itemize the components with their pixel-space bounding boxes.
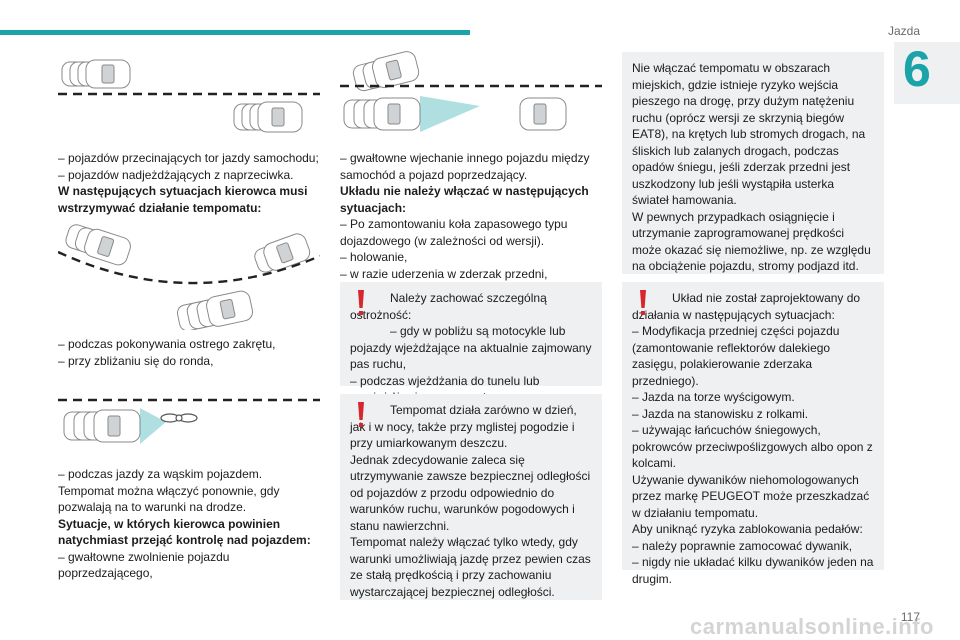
caution-box-1: Należy zachować szczególną ostrożność: –… — [340, 282, 602, 404]
caution-3-heading: Układ nie został zaprojektowany do dział… — [632, 291, 861, 322]
text-sharp-bend: – podczas pokonywania ostrego zakrętu, — [58, 337, 276, 351]
caution-2-constant-speed: Tempomat należy włączać tylko wtedy, gdy… — [350, 535, 591, 599]
caution-2-safe-distance: Jednak zdecydowanie zaleca się utrzymywa… — [350, 452, 591, 533]
car-group-right — [233, 101, 303, 133]
caution-3-rollers: – Jazda na stanowisku z rolkami. — [632, 406, 809, 421]
header-accent-bar — [0, 30, 470, 35]
text-cut-in: – gwałtowne wjechanie innego pojazdu mię… — [340, 151, 590, 182]
text-heading-do-not-activate: Układu nie należy włączać w następującyc… — [340, 184, 589, 215]
exclamation-icon — [640, 290, 646, 315]
caution-3-snow-chains: – używając łańcuchów śniegowych, pokrowc… — [632, 423, 873, 470]
column-1-bottom: – podczas jazdy za wąskim pojazdem. Temp… — [58, 466, 320, 582]
text-front-bumper: – w razie uderzenia w zderzak przedni, — [340, 266, 548, 281]
info-programmed-speed: W pewnych przypadkach osiągnięcie i utrz… — [632, 209, 871, 274]
exclamation-icon — [358, 402, 364, 427]
illustration-sharp-bend — [58, 224, 320, 330]
caution-box-2: Tempomat działa zarówno w dzień, jak i w… — [340, 394, 602, 600]
column-1-top: – pojazdów przecinających tor jazdy samo… — [58, 150, 320, 216]
column-1-middle: – podczas pokonywania ostrego zakrętu, –… — [58, 336, 320, 369]
motorcycle-icon — [160, 413, 198, 423]
info-urban-text: Nie włączać tempomatu w obszarach miejsk… — [632, 61, 866, 207]
caution-3-front-modification: – Modyfikacja przedniej części pojazdu (… — [632, 324, 840, 388]
illustration-crossing-vehicles — [58, 59, 320, 133]
caution-3-fix-mat: – należy poprawnie zamocować dywanik, — [632, 538, 853, 553]
text-heading-suspend: W następujących sytuacjach kierowca musi… — [58, 184, 308, 215]
caution-3-race-track: – Jazda na torze wyścigowym. — [632, 390, 795, 404]
text-oncoming: – pojazdów nadjeżdżających z naprzeciwka… — [58, 167, 294, 182]
text-narrow-vehicle: – podczas jazdy za wąskim pojazdem. — [58, 467, 263, 481]
text-towing: – holowanie, — [340, 250, 408, 264]
chapter-tab — [894, 42, 960, 104]
page-number: 117 — [900, 610, 920, 624]
text-heading-takeover: Sytuacje, w których kierowca powinien na… — [58, 516, 311, 548]
text-crossing: – pojazdów przecinających tor jazdy samo… — [58, 151, 319, 165]
caution-2-day-night: Tempomat działa zarówno w dzień, jak i w… — [350, 403, 577, 450]
caution-3-floor-mats: Używanie dywaników niehomologowanych prz… — [632, 472, 870, 520]
caution-1-motorcycles: – gdy w pobliżu są motocykle lub pojazdy… — [350, 324, 592, 371]
watermark: carmanualsonline.info — [690, 614, 934, 639]
caution-1-heading: Należy zachować szczególną ostrożność: — [350, 291, 547, 322]
text-spare-wheel: – Po zamontowaniu koła zapasowego typu d… — [340, 217, 568, 248]
illustration-cut-in — [340, 51, 602, 132]
exclamation-icon — [358, 290, 364, 315]
text-reactivate: Tempomat można włączyć ponownie, gdy poz… — [58, 483, 280, 515]
section-title: Jazda — [887, 24, 920, 38]
car-group-left — [61, 59, 131, 89]
caution-box-3: Układ nie został zaprojektowany do dział… — [622, 282, 884, 586]
column-2-top: – gwałtowne wjechanie innego pojazdu mię… — [340, 150, 602, 282]
illustration-narrow-vehicle — [58, 398, 320, 444]
caution-3-no-stacking: – nigdy nie układać kilku dywaników jede… — [632, 555, 874, 586]
caution-3-pedal-heading: Aby uniknąć ryzyka zablokowania pedałów: — [632, 522, 863, 536]
chapter-number: 6 — [903, 41, 931, 97]
info-box-urban: Nie włączać tempomatu w obszarach miejsk… — [622, 52, 884, 274]
text-sudden-braking: – gwałtowne zwolnienie pojazdu poprzedza… — [58, 549, 230, 581]
text-roundabout: – przy zbliżaniu się do ronda, — [58, 353, 214, 368]
